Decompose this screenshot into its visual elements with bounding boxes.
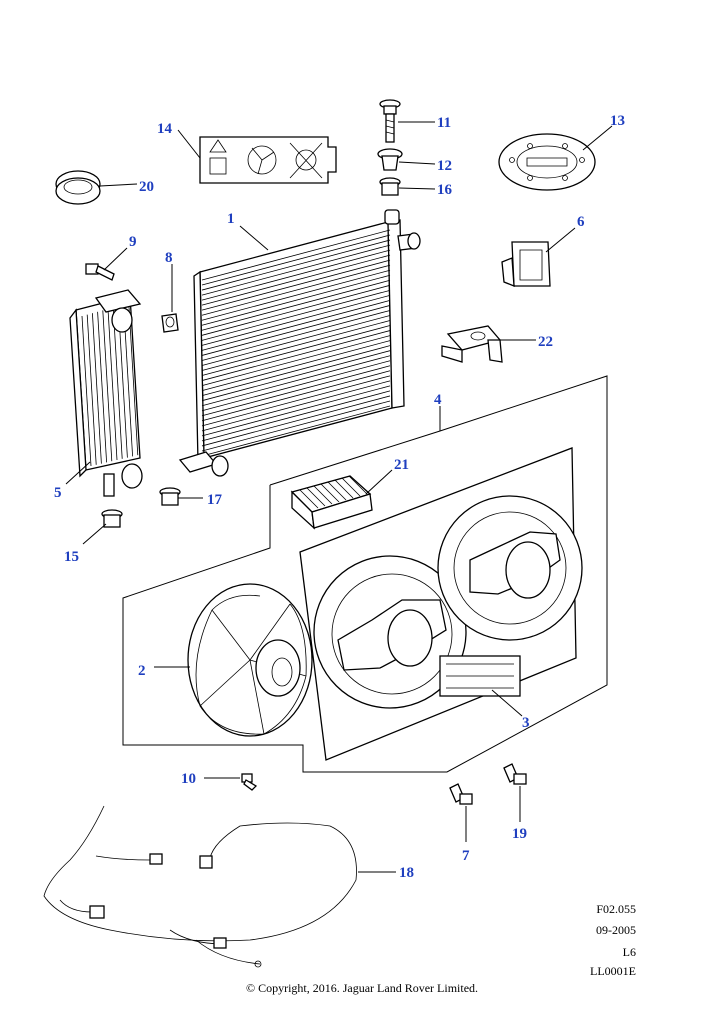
grommet-part-12 [377,148,403,171]
callout-14: 14 [157,121,173,137]
screw-part-7 [449,783,473,805]
radiator-part [178,209,421,477]
callout-3: 3 [522,715,530,731]
callout-1: 1 [227,211,235,227]
callout-20: 20 [139,179,154,195]
intercooler-part [69,289,143,497]
fan-control-module-part [290,475,373,530]
callout-19: 19 [512,826,527,842]
callout-18: 18 [399,865,414,881]
callout-15: 15 [64,549,79,565]
bush-part-16 [379,177,401,196]
bolt-part-9 [85,263,115,281]
bracket-part-22 [441,325,503,363]
screw-part-10 [241,773,258,791]
callout-12: 12 [437,158,452,174]
engine-code: L6 [622,945,636,959]
callout-13: 13 [610,113,625,129]
callout-6: 6 [577,214,585,230]
fan-shroud-part [299,447,583,761]
callout-8: 8 [165,250,173,266]
callout-11: 11 [437,115,451,131]
figure-reference: F02.055 [596,902,636,916]
fan-motor-part [187,583,313,737]
hose-clip-part [55,170,101,205]
callout-7: 7 [462,848,470,864]
callout-5: 5 [54,485,62,501]
bush-part-17 [159,487,181,506]
bracket-part-6 [501,241,551,287]
screw-part-19 [503,763,527,785]
callout-16: 16 [437,182,453,198]
wiring-harness-part [43,805,357,968]
callout-2: 2 [138,663,146,679]
callout-22: 22 [538,334,553,350]
callout-4: 4 [434,392,442,408]
callout-10: 10 [181,771,196,787]
issue-date: 09-2005 [596,923,636,937]
assembly-outline-4 [122,375,608,773]
callout-9: 9 [129,234,137,250]
copyright-notice: © Copyright, 2016. Jaguar Land Rover Lim… [245,981,479,995]
bush-part-8 [161,313,179,333]
bush-part-15 [101,509,123,528]
drawing-id: LL0001E [590,964,636,978]
shield-disc-part [498,133,596,191]
warning-label-part [199,136,337,184]
callout-21: 21 [394,457,409,473]
callout-17: 17 [207,492,223,508]
screw-part-11 [379,99,401,143]
